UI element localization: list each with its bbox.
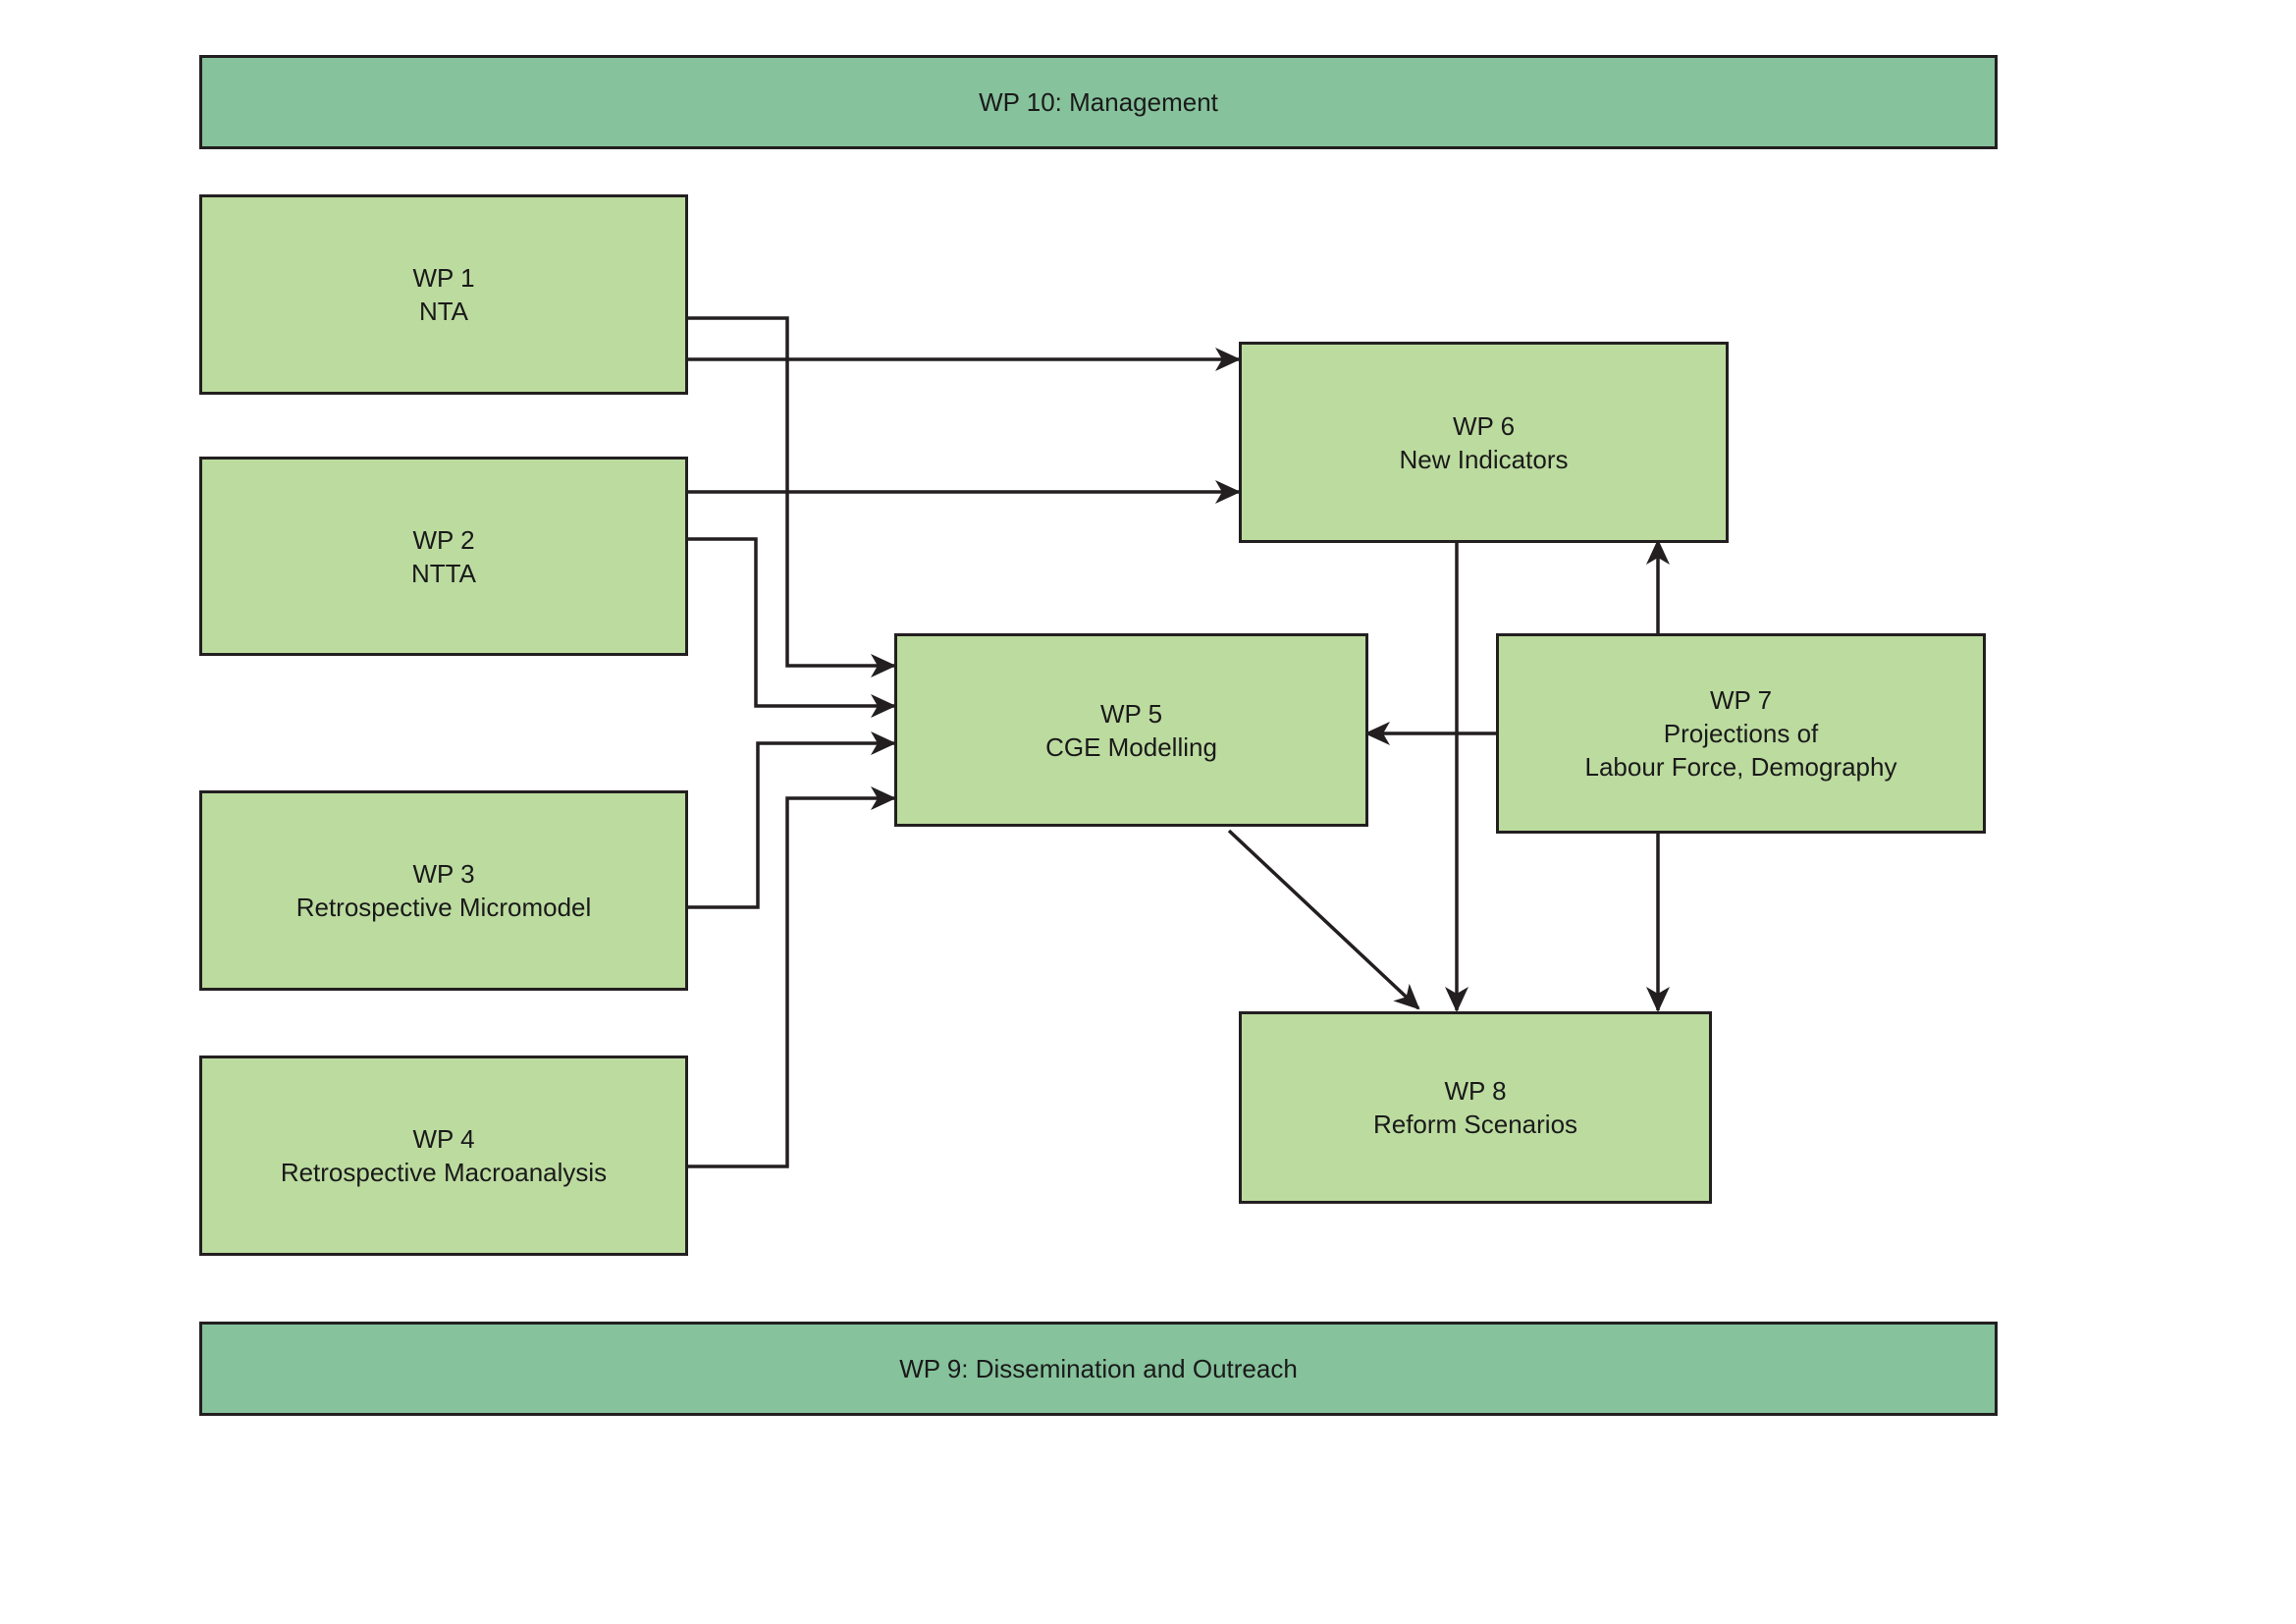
wp1-box: WP 1 NTA [199, 194, 688, 395]
wp8-id: WP 8 [1444, 1076, 1507, 1106]
wp6-id: WP 6 [1452, 410, 1516, 441]
wp4-title: Retrospective Macroanalysis [280, 1158, 608, 1187]
wp8-box: WP 8 Reform Scenarios [1239, 1011, 1712, 1204]
wp2-id: WP 2 [412, 524, 475, 555]
wp7-id: WP 7 [1709, 685, 1773, 715]
wp10-label: WP 10: Management [979, 87, 1218, 117]
wp5-id: WP 5 [1099, 698, 1163, 729]
wp9-dissemination-band: WP 9: Dissemination and Outreach [199, 1322, 1998, 1416]
wp6-box: WP 6 New Indicators [1239, 342, 1729, 543]
wp4-box: WP 4 Retrospective Macroanalysis [199, 1056, 688, 1256]
wp10-management-band: WP 10: Management [199, 55, 1998, 149]
wp2-title: NTTA [411, 558, 476, 588]
arrow-wp4-to-wp5 [687, 786, 896, 1168]
wp9-label: WP 9: Dissemination and Outreach [899, 1354, 1298, 1383]
wp8-title: Reform Scenarios [1372, 1110, 1578, 1139]
wp3-title: Retrospective Micromodel [295, 893, 592, 922]
wp5-box: WP 5 CGE Modelling [894, 633, 1368, 827]
wp5-title: CGE Modelling [1045, 731, 1217, 762]
wp6-title: New Indicators [1399, 444, 1569, 474]
wp7-box: WP 7 Projections of Labour Force, Demogr… [1496, 633, 1986, 834]
wp1-title: NTA [418, 297, 469, 326]
wp7-title-line2: Labour Force, Demography [1584, 752, 1897, 782]
wp1-id: WP 1 [412, 263, 475, 293]
arrow-wp5-to-wp8 [1227, 829, 1420, 1010]
wp3-box: WP 3 Retrospective Micromodel [199, 790, 688, 991]
wp2-box: WP 2 NTTA [199, 457, 688, 656]
arrow-wp2-to-wp5 [687, 537, 896, 718]
wp4-id: WP 4 [412, 1124, 475, 1154]
wp7-title-line1: Projections of [1663, 719, 1819, 748]
arrow-wp3-to-wp5 [687, 731, 896, 909]
wp3-id: WP 3 [412, 859, 475, 889]
